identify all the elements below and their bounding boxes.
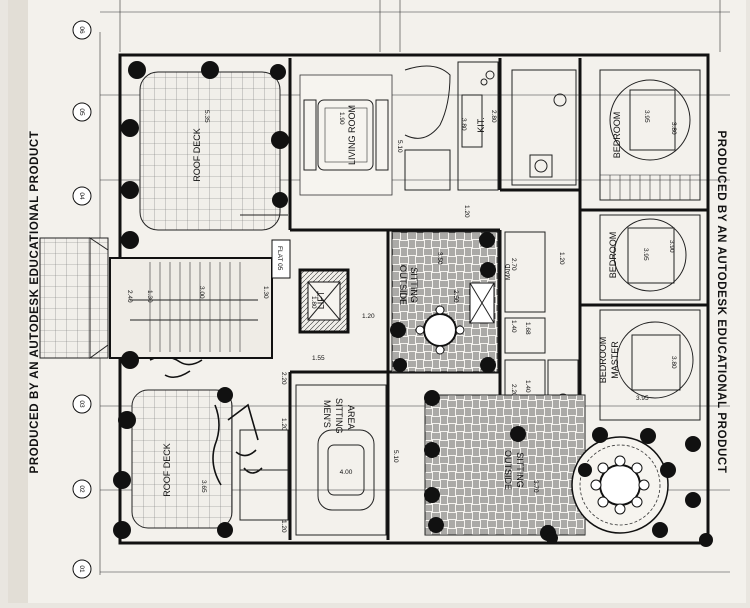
handwritten-signature [149,355,263,486]
stair-core: 2.40 1.30 3.00 1.30 FLAT 05 [109,239,291,359]
kitchen: KIT. 3.80 2.80 1.20 [457,61,499,218]
paper-edge [8,0,28,603]
mens-sitting-label-1: MEN'S [322,400,332,428]
dim-168-a: 1.68 [524,322,531,335]
dim-240: 2.40 [126,290,133,303]
dim-370: 3.70 [532,480,539,493]
dim-535: 5.35 [203,110,210,123]
watermark-right: PRODUCED BY AN AUTODESK EDUCATIONAL PROD… [715,131,727,474]
living-room-label: LIVING ROOM [347,105,357,165]
roof-deck-bottom: ROOF DECK 3.65 [131,355,263,529]
svg-text:03: 03 [78,400,85,408]
mens-sitting-label-2: SITTING [334,398,344,434]
dim-140: 1.40 [510,320,517,333]
dim-380-a: 3.80 [460,118,467,131]
dim-130-a: 1.30 [146,290,153,303]
outside-sitting-lower-label-1: OUTSIDE [503,450,513,490]
svg-text:06: 06 [78,26,85,34]
roof-deck-top: ROOF DECK 5.35 [139,71,281,231]
dim-280: 2.80 [490,110,497,123]
dim-120-b: 1.20 [558,252,565,265]
dim-400: 4.00 [340,469,353,476]
svg-text:02: 02 [78,485,85,493]
maid-label: MAID [505,263,512,280]
dim-270: 2.70 [510,258,517,271]
dim-395-b: 3.95 [642,248,649,261]
dim-365: 3.65 [200,480,207,493]
dim-220: 2.20 [510,384,517,397]
mens-sitting-area: 4.00 MEN'S SITTING AREA 5.10 2.20 1.20 1… [280,372,399,536]
bedroom-middle: BEDROOM 3.95 3.90 [599,214,701,301]
dim-250: 2.50 [452,290,459,303]
grid-marker-03: 03 [72,394,92,414]
bedroom-middle-label: BEDROOM [608,232,618,279]
svg-text:01: 01 [78,565,85,573]
dim-380-b: 3.80 [670,122,677,135]
outside-sitting-lower-label-2: SITTING [515,452,525,488]
bedroom-top: BEDROOM 3.95 3.80 [599,69,701,201]
dim-140-b: 1.40 [524,380,531,393]
dim-300: 3.00 [198,286,205,299]
dim-395-c: 3.95 [636,395,649,402]
dim-220-b: 2.20 [280,372,287,385]
living-room: LIVING ROOM 1.90 5.10 [299,74,403,196]
lift: LIFT 1.80 1.20 1.55 [298,268,375,362]
exterior-stair [39,237,109,359]
bedroom-master-label-1: BEDROOM [598,337,608,384]
dim-120-a: 1.20 [463,205,470,218]
dim-180: 1.80 [310,296,317,309]
dim-120-c: 1.20 [362,313,375,320]
mens-sitting-label-3: AREA [346,405,356,430]
outside-sitting-upper-label-2: SITTING [409,267,419,303]
watermark-left: PRODUCED BY AN AUTODESK EDUCATIONAL PROD… [29,131,41,474]
outside-sitting-lower: OUTSIDE SITTING 3.70 [424,394,586,536]
dim-510-b: 5.10 [392,450,399,463]
dim-130-b: 1.30 [262,286,269,299]
grid-marker-04: 04 [72,186,92,206]
dim-380-c: 3.80 [670,356,677,369]
svg-text:04: 04 [78,192,85,200]
shrubs [113,61,713,547]
outside-sitting-upper-label-1: OUTSIDE [398,265,408,305]
bathroom-top [511,69,577,186]
kitchen-label: KIT. [476,117,486,133]
dim-510-a: 5.10 [396,140,403,153]
bedroom-master-label-2: MASTER [610,341,620,379]
grid-marker-06: 06 [72,20,92,40]
lift-label: LIFT [316,290,326,309]
outside-sitting-upper: OUTSIDE SITTING 3.50 2.50 [391,231,499,373]
roof-deck-bottom-label: ROOF DECK [162,443,172,497]
flat-label: FLAT 05 [276,246,283,271]
dim-190: 1.90 [338,112,345,125]
dim-120-d: 1.20 [280,418,287,431]
bedroom-master: BEDROOM MASTER 3.95 3.80 [598,309,701,421]
bedroom-top-label: BEDROOM [612,112,622,159]
round-patio [571,436,669,534]
grid-marker-05: 05 [72,102,92,122]
furniture-misc [239,65,451,521]
dim-390: 3.90 [668,240,675,253]
svg-text:05: 05 [78,108,85,116]
dim-120-e: 1.20 [280,520,287,533]
dim-350: 3.50 [436,252,443,265]
dim-395-a: 3.95 [643,110,650,123]
roof-deck-top-label: ROOF DECK [192,128,202,182]
dim-155: 1.55 [312,355,325,362]
grid-marker-02: 02 [72,479,92,499]
grid-marker-01: 01 [72,559,92,579]
